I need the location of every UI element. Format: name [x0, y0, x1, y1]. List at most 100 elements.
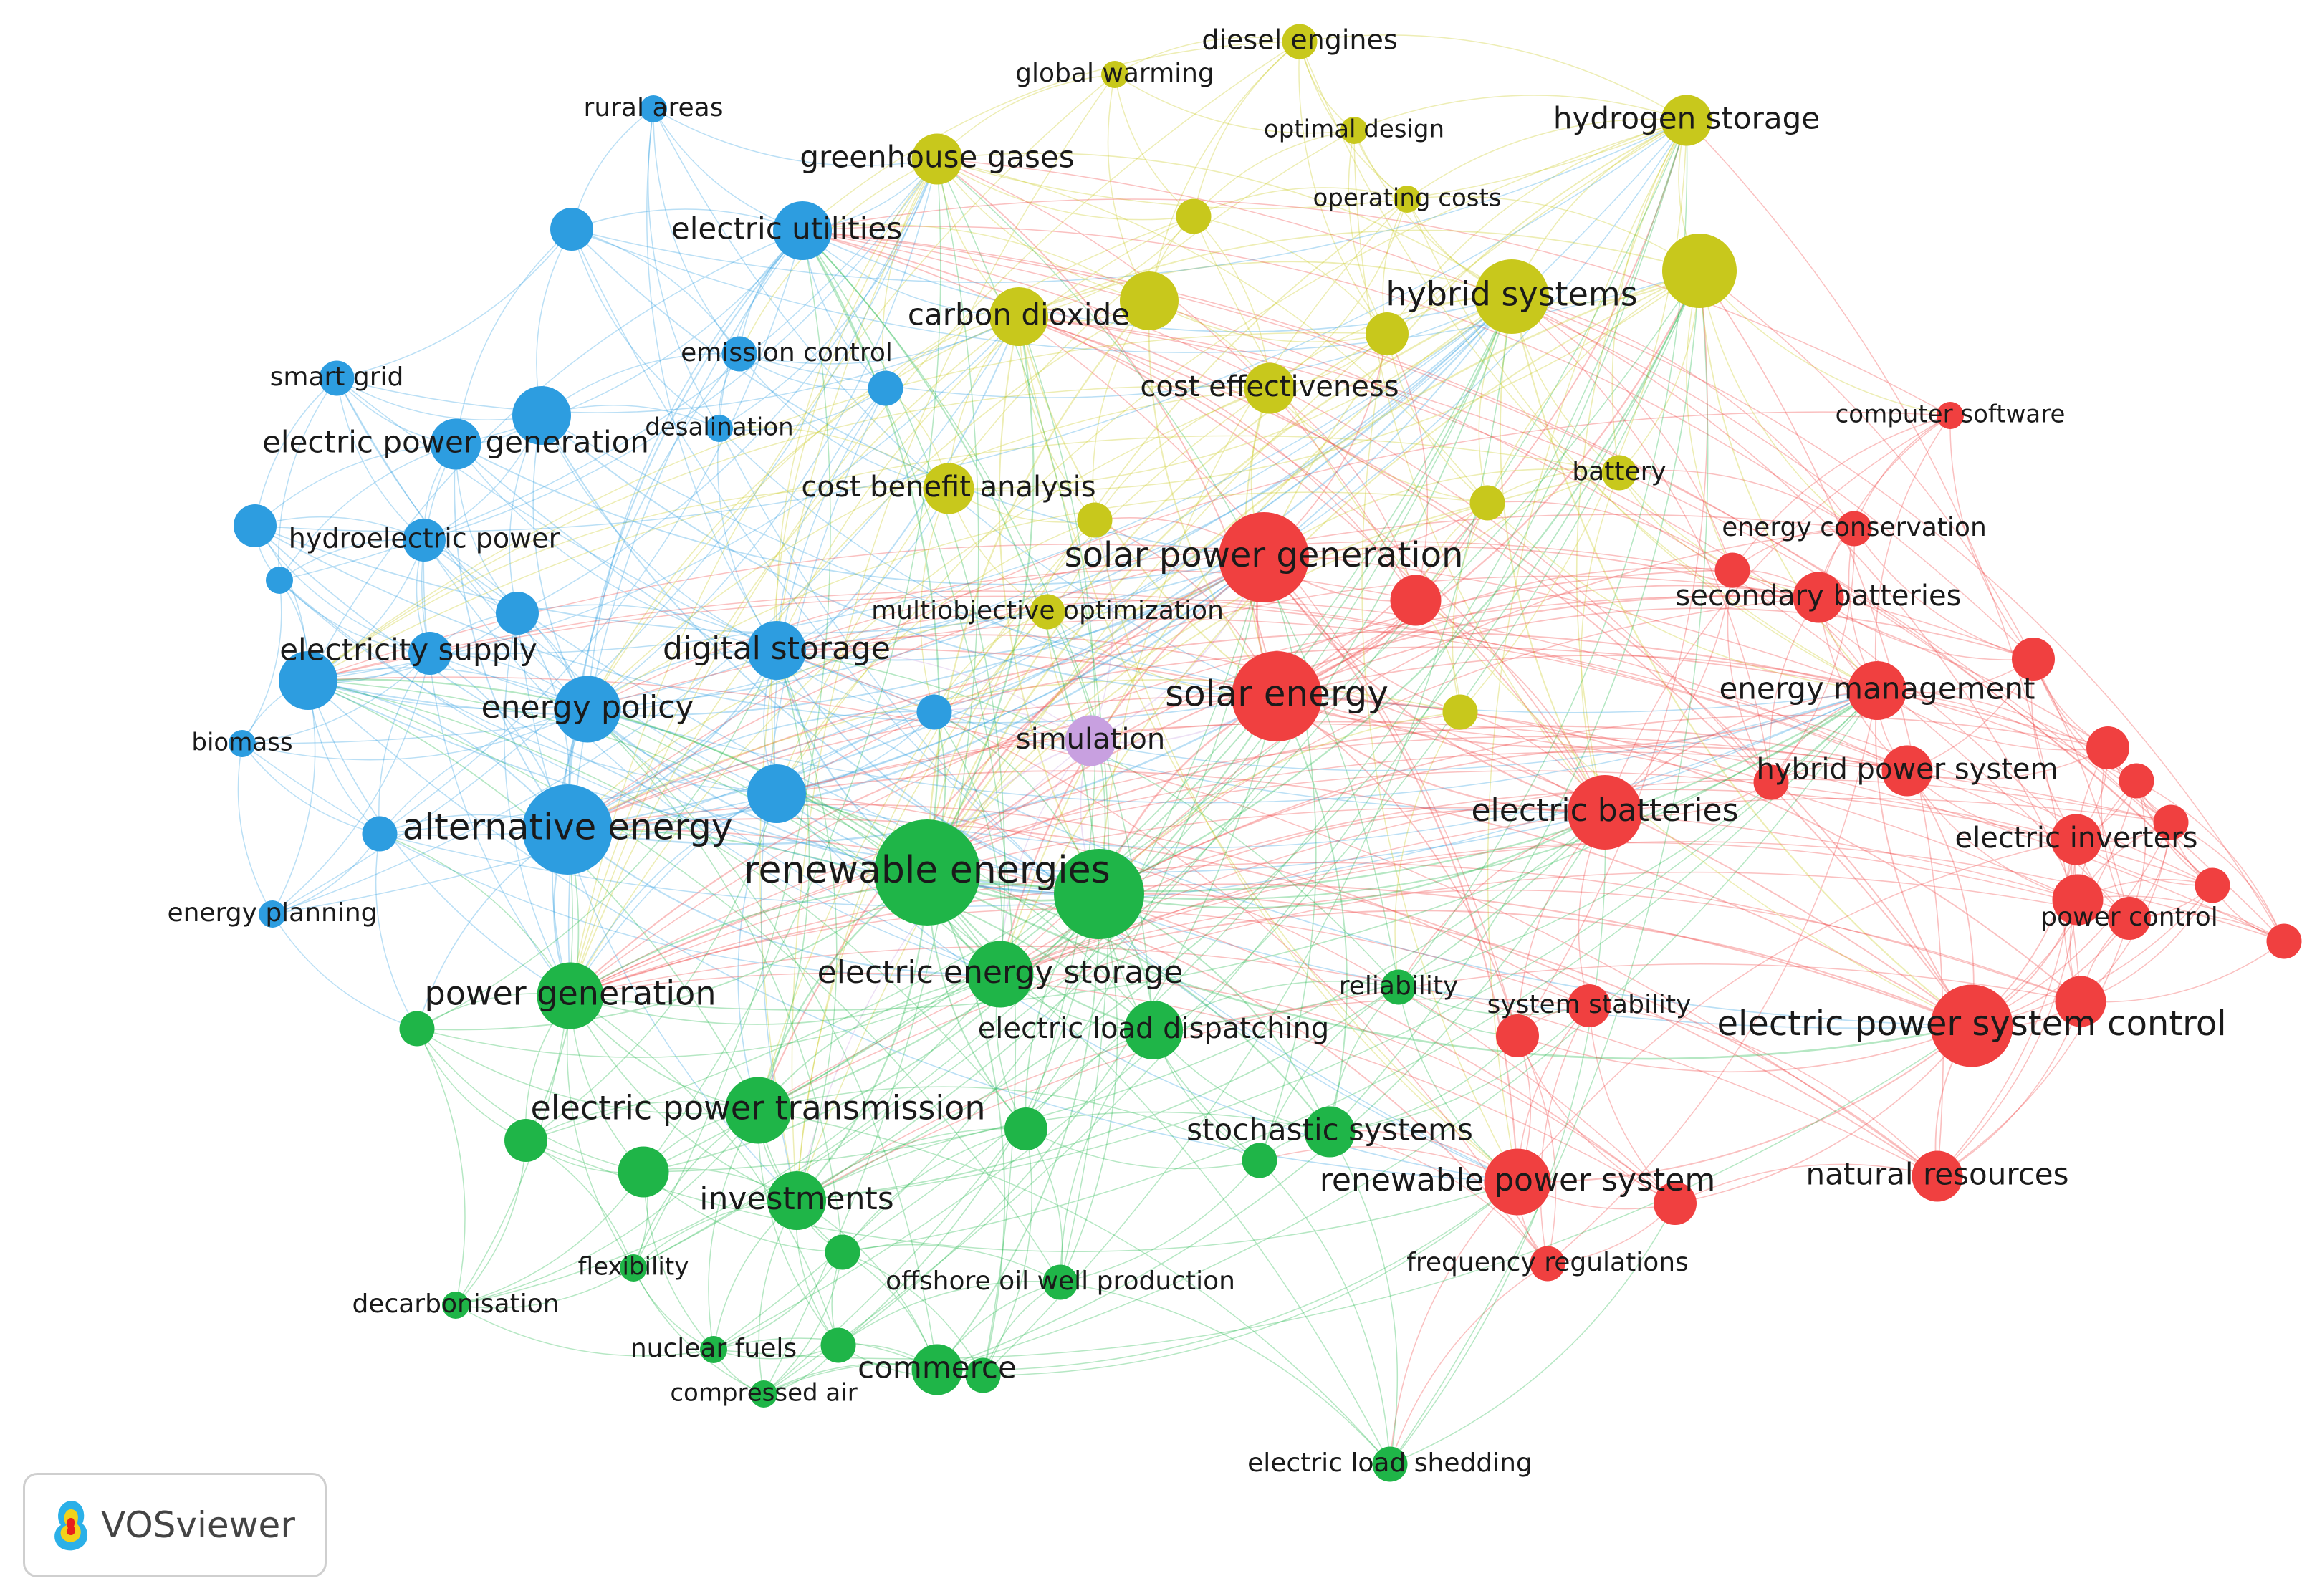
- node-digital-storage[interactable]: [747, 621, 806, 680]
- node-investments[interactable]: [767, 1171, 826, 1230]
- node-system-stability[interactable]: [1568, 984, 1611, 1027]
- link: [1517, 1035, 1557, 1264]
- node-flexibility[interactable]: [620, 1254, 647, 1282]
- node-emission-control[interactable]: [721, 336, 757, 372]
- node-n-y4[interactable]: [1366, 312, 1409, 355]
- node-n-y1[interactable]: [1176, 198, 1212, 234]
- node-n-y2[interactable]: [1120, 271, 1179, 330]
- node-operating-costs[interactable]: [1394, 186, 1421, 213]
- node-energy-policy[interactable]: [554, 676, 621, 743]
- node-electric-batteries[interactable]: [1568, 775, 1642, 850]
- node-stochastic-systems[interactable]: [1304, 1106, 1356, 1158]
- node-optimal-design[interactable]: [1340, 117, 1368, 144]
- node-electric-power-transmission[interactable]: [724, 1077, 792, 1144]
- node-computer-software[interactable]: [1937, 402, 1964, 429]
- node-n-r5[interactable]: [2086, 726, 2129, 769]
- node-power-generation[interactable]: [537, 962, 604, 1029]
- node-n-b10[interactable]: [362, 816, 398, 852]
- node-frequency-regulations[interactable]: [1530, 1246, 1565, 1282]
- node-n-b5[interactable]: [266, 567, 293, 594]
- link: [570, 300, 1150, 996]
- node-n-b2[interactable]: [512, 386, 571, 445]
- node-n-b7[interactable]: [408, 632, 451, 675]
- node-n-b3[interactable]: [868, 370, 903, 406]
- node-hybrid-power-system[interactable]: [1881, 745, 1933, 797]
- node-simulation[interactable]: [1065, 715, 1116, 766]
- node-cost-effectiveness[interactable]: [1244, 362, 1295, 414]
- node-hydrogen-storage[interactable]: [1661, 95, 1712, 146]
- node-reliability[interactable]: [1381, 969, 1416, 1005]
- node-n-r3[interactable]: [1753, 764, 1789, 800]
- node-desalination[interactable]: [706, 415, 733, 442]
- node-renewable-energies[interactable]: [874, 819, 980, 926]
- node-n-g1[interactable]: [1054, 849, 1144, 939]
- node-n-y6[interactable]: [1469, 485, 1505, 521]
- link: [802, 198, 1951, 416]
- node-n-b1[interactable]: [550, 208, 593, 251]
- node-n-g3[interactable]: [504, 1119, 547, 1162]
- node-n-r13[interactable]: [1654, 1182, 1697, 1225]
- node-n-g8[interactable]: [820, 1327, 856, 1363]
- node-solar-power-generation[interactable]: [1219, 512, 1309, 602]
- node-nuclear-fuels[interactable]: [700, 1336, 727, 1363]
- node-n-y7[interactable]: [1442, 694, 1478, 730]
- node-n-g6[interactable]: [1242, 1143, 1277, 1178]
- node-renewable-power-system[interactable]: [1484, 1148, 1551, 1216]
- node-n-r10[interactable]: [2055, 976, 2106, 1027]
- node-n-b6[interactable]: [496, 592, 539, 635]
- node-solar-energy[interactable]: [1232, 651, 1322, 741]
- node-n-g4[interactable]: [618, 1146, 669, 1198]
- node-power-control[interactable]: [2108, 897, 2151, 940]
- node-n-y3[interactable]: [1662, 234, 1737, 308]
- node-n-r4[interactable]: [2012, 638, 2055, 681]
- node-n-r8[interactable]: [2195, 867, 2230, 903]
- node-commerce[interactable]: [911, 1344, 963, 1395]
- node-n-b8[interactable]: [747, 764, 806, 823]
- node-electric-utilities[interactable]: [773, 201, 832, 260]
- node-biomass[interactable]: [229, 730, 256, 757]
- node-hybrid-systems[interactable]: [1474, 259, 1549, 334]
- node-decarbonisation[interactable]: [442, 1292, 469, 1319]
- node-electricity-supply[interactable]: [279, 651, 337, 710]
- node-secondary-batteries[interactable]: [1793, 572, 1844, 623]
- node-electric-load-dispatching[interactable]: [1124, 1001, 1183, 1059]
- node-n-r11[interactable]: [2266, 923, 2302, 959]
- link: [570, 736, 1908, 996]
- node-natural-resources[interactable]: [1912, 1150, 1963, 1202]
- node-n-r12[interactable]: [1496, 1014, 1539, 1057]
- node-n-y5[interactable]: [1077, 502, 1113, 538]
- node-electric-load-shedding[interactable]: [1372, 1446, 1408, 1482]
- node-n-r1[interactable]: [1390, 575, 1442, 626]
- node-hydroelectric-power[interactable]: [403, 519, 446, 562]
- node-offshore-oil-well-production[interactable]: [1042, 1264, 1078, 1300]
- node-n-b4[interactable]: [234, 504, 277, 547]
- node-alternative-energy[interactable]: [522, 784, 613, 875]
- node-energy-management[interactable]: [1848, 661, 1906, 720]
- node-smart-grid[interactable]: [319, 360, 355, 396]
- node-n-b9[interactable]: [916, 694, 952, 730]
- node-rural-areas[interactable]: [640, 95, 667, 122]
- node-compressed-air[interactable]: [750, 1380, 777, 1408]
- node-greenhouse-gases[interactable]: [911, 133, 963, 185]
- node-diesel-engines[interactable]: [1282, 24, 1318, 59]
- node-electric-power-generation[interactable]: [430, 418, 481, 470]
- node-n-g7[interactable]: [825, 1234, 860, 1270]
- node-carbon-dioxide[interactable]: [989, 287, 1048, 346]
- node-n-r7[interactable]: [2153, 804, 2189, 840]
- node-electric-power-system-control[interactable]: [1930, 984, 2013, 1067]
- node-electric-inverters[interactable]: [2051, 814, 2102, 865]
- node-n-r2[interactable]: [1714, 552, 1750, 588]
- node-electric-energy-storage[interactable]: [967, 941, 1034, 1008]
- node-n-g5[interactable]: [1004, 1107, 1047, 1150]
- node-global-warming[interactable]: [1101, 61, 1128, 88]
- node-battery[interactable]: [1601, 455, 1637, 491]
- node-n-g2[interactable]: [399, 1011, 435, 1047]
- node-multiobjective-optimization[interactable]: [1030, 594, 1065, 630]
- node-energy-conservation[interactable]: [1836, 511, 1872, 547]
- link: [773, 388, 886, 794]
- node-n-g9[interactable]: [965, 1357, 1001, 1393]
- node-n-r9[interactable]: [2052, 874, 2104, 926]
- node-cost-benefit-analysis[interactable]: [923, 463, 974, 514]
- node-energy-planning[interactable]: [259, 900, 286, 928]
- node-n-r6[interactable]: [2119, 763, 2154, 799]
